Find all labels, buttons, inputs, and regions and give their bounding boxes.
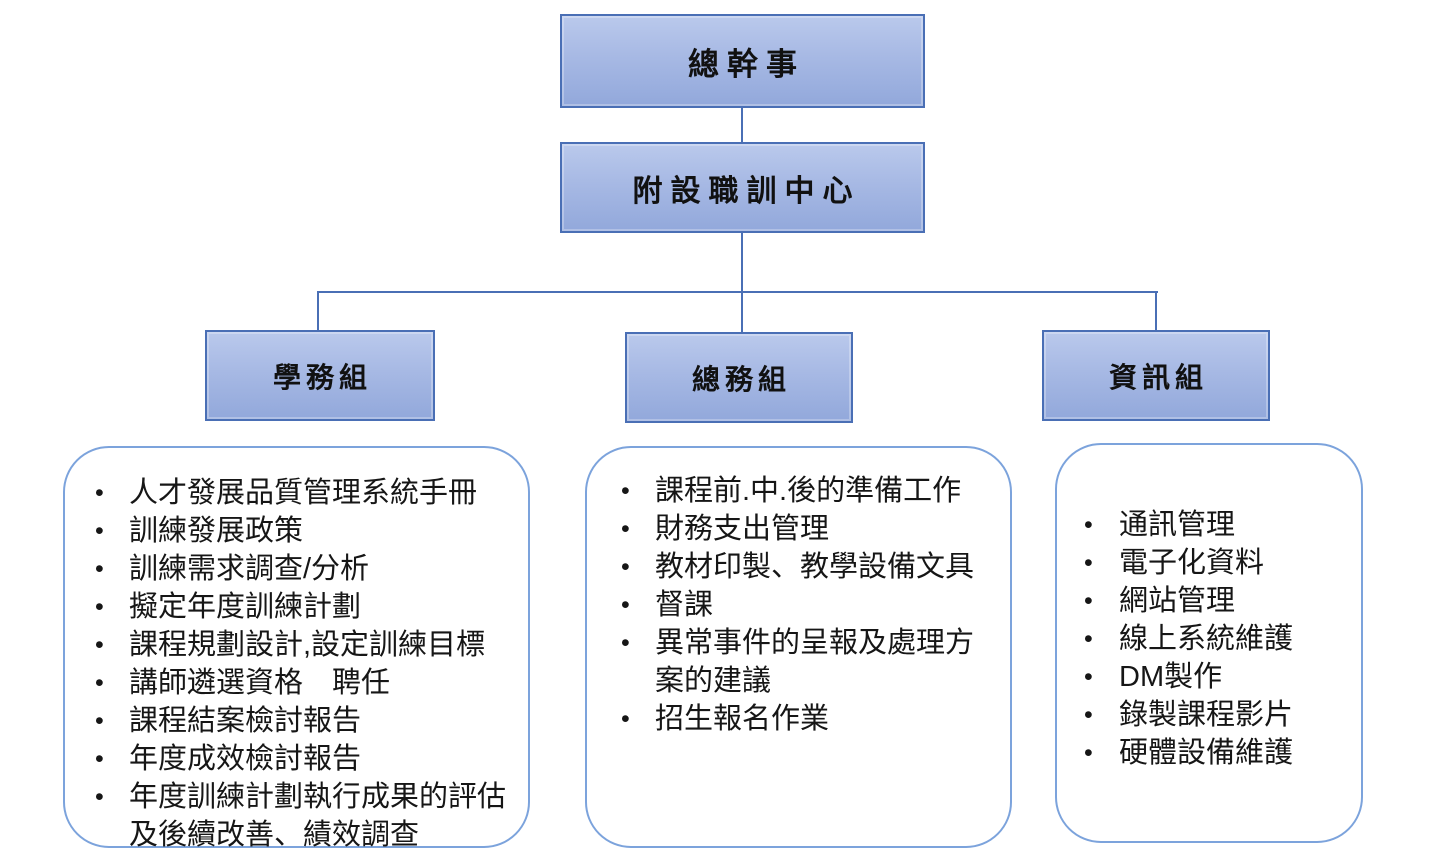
list-item: 擬定年度訓練計劃: [85, 588, 514, 626]
connector-drop-general: [741, 291, 743, 333]
list-item: 訓練發展政策: [85, 512, 514, 550]
list-item: 課程結案檢討報告: [85, 702, 514, 740]
list-item: 招生報名作業: [611, 700, 998, 738]
list-item: 線上系統維護: [1077, 620, 1351, 658]
node-general-affairs-group-label: 總務組: [691, 363, 791, 395]
list-item: 硬體設備維護: [1077, 734, 1351, 772]
list-item: 督課: [611, 586, 998, 624]
node-director: 總幹事: [560, 14, 925, 108]
node-general-affairs-group: 總務組: [625, 332, 853, 423]
list-item: 年度訓練計劃執行成果的評估及後續改善、績效調查: [85, 778, 514, 854]
connector-horizontal-branch: [317, 291, 1158, 293]
list-item: 講師遴選資格 聘任: [85, 664, 514, 702]
node-training-center-label: 附設職訓中心: [632, 174, 861, 208]
list-item: 訓練需求調查/分析: [85, 550, 514, 588]
list-item: 網站管理: [1077, 582, 1351, 620]
list-item: 教材印製、教學設備文具: [611, 548, 998, 586]
connector-root-to-center: [741, 107, 743, 143]
list-item: 課程前.中.後的準備工作: [611, 472, 998, 510]
list-item: 電子化資料: [1077, 544, 1351, 582]
node-training-center: 附設職訓中心: [560, 142, 925, 233]
node-information-group: 資訊組: [1042, 330, 1270, 421]
node-director-label: 總幹事: [688, 46, 805, 82]
list-item: 課程規劃設計,設定訓練目標: [85, 626, 514, 664]
connector-drop-information: [1155, 291, 1157, 331]
information-task-list: 通訊管理電子化資料網站管理線上系統維護DM製作錄製課程影片硬體設備維護: [1077, 506, 1351, 772]
general-affairs-task-list: 課程前.中.後的準備工作財務支出管理教材印製、教學設備文具督課異常事件的呈報及處…: [611, 472, 998, 738]
list-item: 年度成效檢討報告: [85, 740, 514, 778]
list-item: 通訊管理: [1077, 506, 1351, 544]
list-item: DM製作: [1077, 658, 1351, 696]
node-information-group-label: 資訊組: [1108, 361, 1208, 393]
academic-task-list: 人才發展品質管理系統手冊訓練發展政策訓練需求調查/分析擬定年度訓練計劃課程規劃設…: [85, 474, 514, 854]
panel-general-affairs-tasks: 課程前.中.後的準備工作財務支出管理教材印製、教學設備文具督課異常事件的呈報及處…: [585, 446, 1012, 848]
panel-academic-tasks: 人才發展品質管理系統手冊訓練發展政策訓練需求調查/分析擬定年度訓練計劃課程規劃設…: [63, 446, 530, 851]
list-item: 財務支出管理: [611, 510, 998, 548]
list-item: 錄製課程影片: [1077, 696, 1351, 734]
node-academic-group: 學務組: [205, 330, 435, 421]
connector-center-down: [741, 232, 743, 293]
panel-information-tasks: 通訊管理電子化資料網站管理線上系統維護DM製作錄製課程影片硬體設備維護: [1055, 443, 1363, 843]
list-item: 人才發展品質管理系統手冊: [85, 474, 514, 512]
node-academic-group-label: 學務組: [272, 361, 372, 393]
connector-drop-academic: [317, 291, 319, 331]
list-item: 異常事件的呈報及處理方案的建議: [611, 624, 998, 700]
